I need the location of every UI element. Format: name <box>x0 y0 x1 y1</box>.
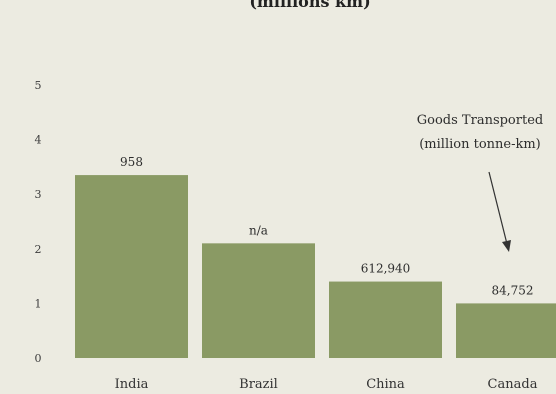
data-label-canada: 84,752 <box>492 283 534 297</box>
x-axis-categories: India Brazil China Canada <box>115 377 538 392</box>
data-label-india: 958 <box>120 155 143 169</box>
bar-canada <box>456 303 556 358</box>
data-label-china: 612,940 <box>361 262 411 276</box>
data-labels: 958 n/a 612,940 84,752 <box>120 155 533 297</box>
y-axis-ticks: 0 1 2 3 4 5 <box>35 79 42 365</box>
y-tick-label: 0 <box>35 352 42 365</box>
y-tick-label: 4 <box>35 134 42 147</box>
bar-brazil <box>202 243 315 358</box>
data-label-brazil: n/a <box>249 223 268 237</box>
category-label-brazil: Brazil <box>239 377 278 392</box>
annotation: Goods Transported (million tonne-km) <box>417 113 543 252</box>
category-label-china: China <box>366 377 405 392</box>
y-tick-label: 2 <box>35 243 42 256</box>
bar-china <box>329 281 442 358</box>
category-label-canada: Canada <box>488 377 538 392</box>
bars <box>75 175 556 358</box>
bar-india <box>75 175 188 358</box>
annotation-line-1: Goods Transported <box>417 113 543 128</box>
y-tick-label: 3 <box>35 188 42 201</box>
y-tick-label: 5 <box>35 79 42 92</box>
y-tick-label: 1 <box>35 297 42 310</box>
category-label-india: India <box>115 377 149 392</box>
annotation-line-2: (million tonne-km) <box>419 137 541 152</box>
annotation-arrow-head <box>502 240 511 252</box>
annotation-arrow <box>488 171 508 245</box>
chart-title: (millions km) <box>249 0 370 11</box>
